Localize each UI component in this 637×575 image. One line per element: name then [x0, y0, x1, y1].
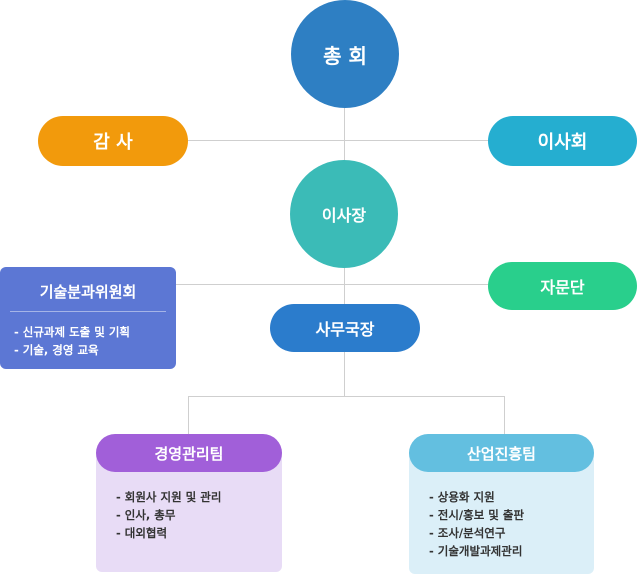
- board-node: 이사회: [488, 116, 637, 166]
- connector-committee-advisory: [176, 284, 490, 285]
- management-team-title: 경영관리팀: [154, 444, 224, 463]
- chairman-node: 이사장: [290, 160, 398, 268]
- list-item: - 인사, 총무: [116, 508, 176, 522]
- list-item: - 조사/분석연구: [429, 526, 506, 540]
- tech-committee-title: 기술분과위원회: [10, 281, 166, 312]
- list-item: - 대외협력: [116, 526, 168, 540]
- connector-management-drop: [188, 396, 189, 436]
- list-item: - 기술개발과제관리: [429, 544, 523, 558]
- industry-team-header: 산업진흥팀: [409, 434, 594, 472]
- board-label: 이사회: [537, 132, 588, 153]
- auditor-node: 감 사: [38, 116, 188, 166]
- general-meeting-node: 총 회: [291, 0, 399, 108]
- auditor-label: 감 사: [93, 132, 133, 153]
- general-meeting-label: 총 회: [323, 43, 367, 68]
- list-item: - 상용화 지원: [429, 490, 495, 504]
- industry-team-list: - 상용화 지원 - 전시/홍보 및 출판 - 조사/분석연구 - 기술개발과제…: [429, 488, 524, 560]
- advisory-label: 자문단: [540, 278, 585, 297]
- list-item: - 전시/홍보 및 출판: [429, 508, 525, 522]
- list-item: - 신규과제 도출 및 기획: [14, 325, 131, 339]
- secretary-general-label: 사무국장: [315, 320, 375, 339]
- chairman-label: 이사장: [321, 206, 367, 225]
- advisory-node: 자문단: [488, 262, 637, 310]
- industry-team-title: 산업진흥팀: [466, 444, 536, 463]
- connector-industry-drop: [504, 396, 505, 436]
- list-item: - 기술, 경영 교육: [14, 343, 99, 357]
- tech-committee-list: - 신규과제 도출 및 기획 - 기술, 경영 교육: [0, 323, 176, 359]
- secretary-general-node: 사무국장: [270, 304, 420, 352]
- management-team-header: 경영관리팀: [96, 434, 282, 472]
- list-item: - 회원사 지원 및 관리: [116, 490, 222, 504]
- management-team-list: - 회원사 지원 및 관리 - 인사, 총무 - 대외협력: [116, 488, 221, 542]
- connector-teams-horizontal: [188, 396, 505, 397]
- connector-auditor-board: [186, 140, 490, 141]
- tech-committee-node: 기술분과위원회 - 신규과제 도출 및 기획 - 기술, 경영 교육: [0, 267, 176, 369]
